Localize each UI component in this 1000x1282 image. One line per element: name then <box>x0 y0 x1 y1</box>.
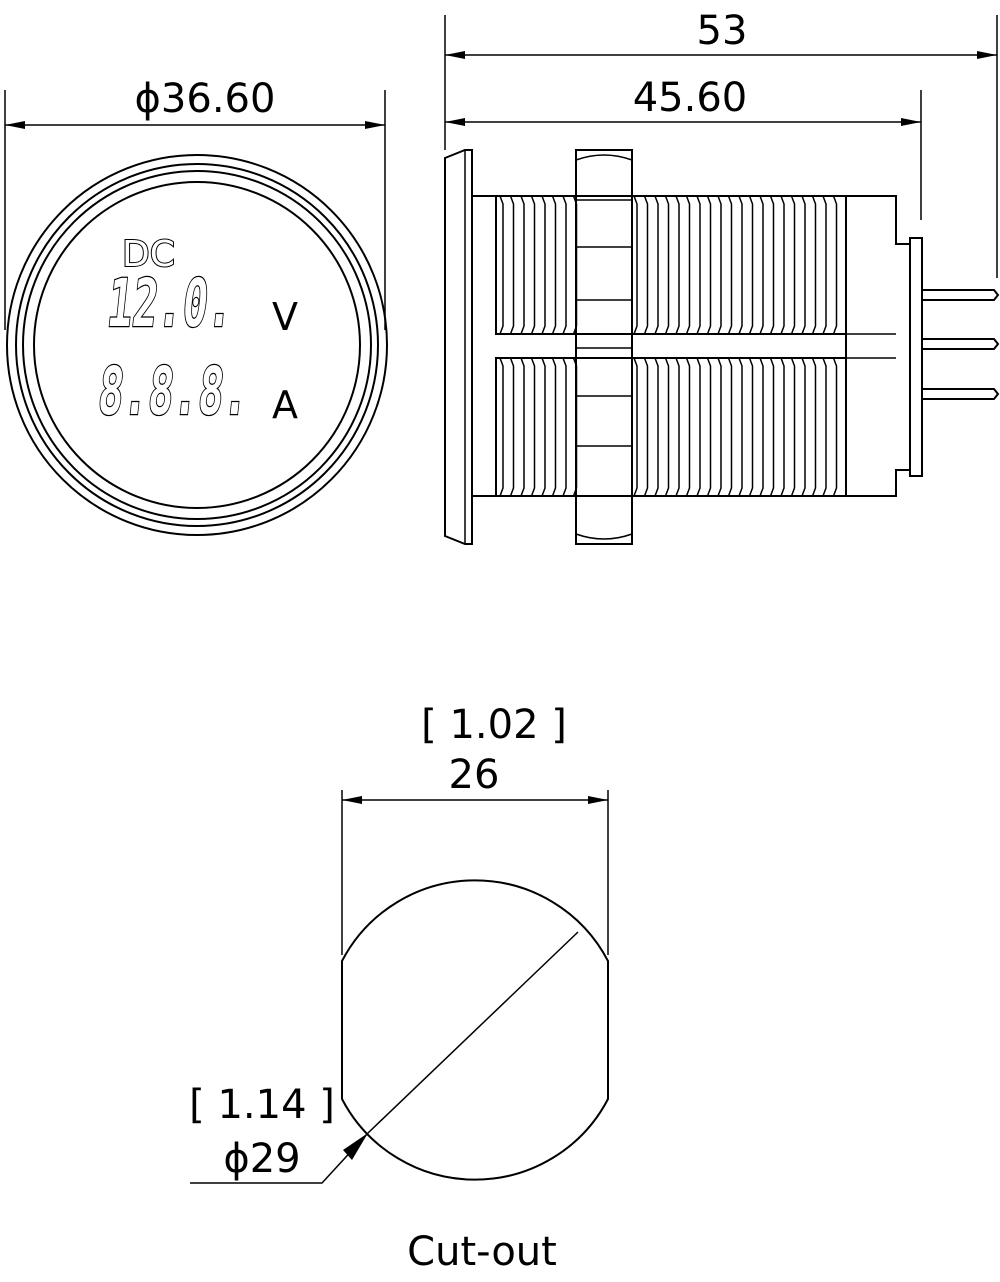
thread-ridge <box>832 195 838 335</box>
current-unit: A <box>272 383 298 427</box>
thread-ridge <box>643 357 649 497</box>
front-view: ϕ36.60 DC 12.0. V 8.8.8. A <box>4 76 388 536</box>
thread-ridge <box>562 357 567 497</box>
thread-ridge <box>633 195 638 335</box>
cutout-width-inch-label: [ 1.02 ] <box>421 702 567 748</box>
thread-ridge <box>759 195 764 335</box>
thread-ridges <box>499 195 838 497</box>
thread-ridge <box>675 357 680 497</box>
thread-ridge <box>685 195 691 335</box>
thread-ridge <box>759 357 764 497</box>
cutout-view: [ 1.02 ] 26 [ 1.14 ] ϕ29 Cut-out <box>189 702 609 1275</box>
thread-ridge <box>633 357 638 497</box>
thread-ridge <box>530 357 536 497</box>
body-length-label: 45.60 <box>633 75 748 121</box>
lower-threaded-barrel <box>495 357 847 497</box>
hex-nut <box>575 149 633 545</box>
thread-ridge <box>499 357 504 497</box>
thread-ridge <box>790 357 796 497</box>
upper-threaded-barrel <box>495 195 847 335</box>
thread-ridge <box>562 195 567 335</box>
thread-ridge <box>780 195 785 335</box>
thread-ridge <box>717 195 722 335</box>
thread-ridge <box>706 357 712 497</box>
thread-ridge <box>499 195 504 335</box>
thread-ridge <box>509 195 515 335</box>
side-view: 53 45.60 <box>444 8 1000 545</box>
thread-ridge <box>654 357 659 497</box>
thread-ridge <box>520 195 525 335</box>
cutout-width-mm-label: 26 <box>449 752 500 798</box>
thread-ridge <box>811 357 817 497</box>
thread-ridge <box>530 195 536 335</box>
thread-ridge <box>748 357 754 497</box>
thread-ridge <box>509 357 515 497</box>
thread-ridge <box>822 195 827 335</box>
current-readout: 8.8.8. <box>95 353 253 430</box>
bezel-ring-inner <box>22 170 372 520</box>
thread-ridge <box>696 357 701 497</box>
voltage-unit: V <box>272 295 298 339</box>
thread-ridge <box>769 357 775 497</box>
thread-ridge <box>801 195 806 335</box>
thread-ridge <box>664 195 670 335</box>
flange <box>444 149 473 545</box>
cutout-caption: Cut-out <box>407 1229 557 1275</box>
thread-ridge <box>675 195 680 335</box>
thread-ridge <box>551 195 557 335</box>
thread-ridge <box>801 357 806 497</box>
cutout-diameter-inch-label: [ 1.14 ] <box>189 1082 335 1128</box>
front-diameter-label: ϕ36.60 <box>135 76 276 122</box>
thread-ridge <box>738 195 743 335</box>
display-mode-label: DC <box>122 234 175 275</box>
thread-ridge <box>685 357 691 497</box>
cutout-diameter-mm-label: ϕ29 <box>223 1136 300 1182</box>
thread-ridge <box>790 195 796 335</box>
thread-ridge <box>727 195 733 335</box>
thread-ridge <box>520 357 525 497</box>
display-face <box>33 181 361 509</box>
thread-ridge <box>664 357 670 497</box>
bezel-outer-ring <box>6 154 388 536</box>
thread-ridge <box>822 357 827 497</box>
terminal-pins <box>922 289 1000 400</box>
thread-ridge <box>811 195 817 335</box>
thread-ridge <box>717 357 722 497</box>
voltage-readout: 12.0. <box>104 265 237 342</box>
thread-ridge <box>727 357 733 497</box>
thread-ridge <box>769 195 775 335</box>
thread-ridge <box>643 195 649 335</box>
thread-ridge <box>738 357 743 497</box>
thread-ridge <box>541 357 546 497</box>
overall-length-label: 53 <box>697 8 748 54</box>
thread-ridge <box>654 195 659 335</box>
cutout-shape <box>341 879 609 1181</box>
thread-ridge <box>832 357 838 497</box>
bezel-ring <box>15 163 379 527</box>
thread-ridge <box>551 357 557 497</box>
thread-ridge <box>706 195 712 335</box>
thread-ridge <box>541 195 546 335</box>
thread-ridge <box>748 195 754 335</box>
rear-housing <box>845 195 911 497</box>
thread-ridge <box>696 195 701 335</box>
thread-ridge <box>780 357 785 497</box>
